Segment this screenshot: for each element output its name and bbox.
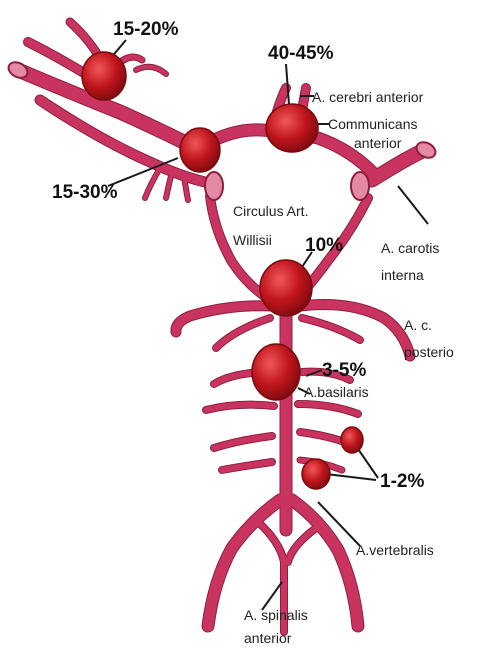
aneurysm-3-5 [252, 344, 300, 400]
aneurysm-15-20 [82, 52, 126, 100]
label-1-2-percent: 1-2% [380, 472, 424, 491]
right-carotis-cap [351, 172, 369, 200]
pca-right-2 [302, 318, 360, 340]
label-40-45-percent: 40-45% [268, 44, 334, 63]
label-carotis-line1: A. carotis [381, 241, 439, 255]
label-posterior-line2: posterio [404, 345, 454, 359]
label-posterior-line1: A. c. [404, 318, 432, 332]
label-15-20-percent: 15-20% [113, 20, 179, 39]
label-communicans-line2: anterior [354, 136, 401, 150]
label-circulus-line2: Willisii [233, 233, 272, 247]
arteries [18, 22, 424, 632]
label-vertebralis: A.vertebralis [356, 543, 434, 557]
aneurysm-10 [260, 260, 312, 316]
branch-right-1 [298, 404, 358, 414]
aneurysm-15-30 [180, 128, 220, 172]
right-carotis [372, 150, 424, 180]
aneurysm-1-2-lower [302, 459, 330, 489]
left-mca-cap [205, 172, 223, 200]
label-communicans-line1: Communicans [328, 117, 417, 131]
label-spinalis-line2: anterior [244, 631, 291, 645]
label-carotis-line2: interna [381, 268, 424, 282]
aneurysm-1-2-upper [341, 427, 363, 453]
left-lower-sprout [145, 168, 160, 198]
aneurysm-40-45 [266, 104, 318, 152]
label-cerebri-anterior: A. cerebri anterior [312, 90, 423, 104]
label-spinalis-line1: A. spinalis [244, 608, 308, 622]
leader-spinalis [262, 582, 282, 610]
leader-1-2-b [326, 474, 376, 480]
label-10-percent: 10% [305, 236, 343, 255]
branch-left-1 [206, 405, 274, 410]
label-circulus-line1: Circulus Art. [233, 204, 308, 218]
leader-carotis [398, 186, 428, 224]
label-15-30-percent: 15-30% [52, 183, 118, 202]
label-3-5-percent: 3-5% [322, 361, 366, 380]
label-basilaris: A.basilaris [304, 385, 369, 399]
leader-1-2-a [356, 446, 378, 478]
